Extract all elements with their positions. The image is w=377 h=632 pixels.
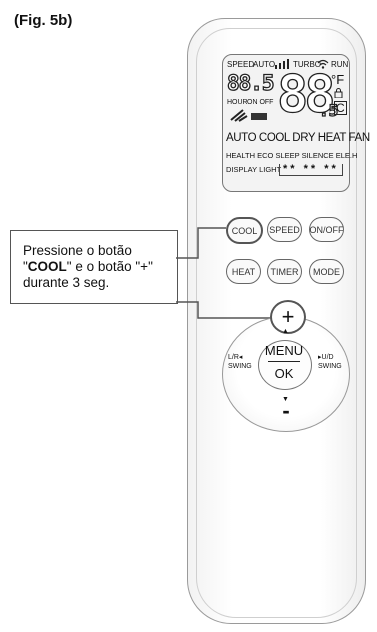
minus-button[interactable]: - [274,398,298,424]
plus-button[interactable]: + [270,300,306,334]
speed-button-label: SPEED [269,224,300,235]
lcd-small-temp: 88.5 [226,70,275,95]
cool-button[interactable]: COOL [226,217,263,244]
lcd-unit-f: °F [331,72,345,87]
lcd-turbo-label: TURBO [293,60,321,69]
menu-label: MENU [264,343,304,358]
plus-button-label: + [281,304,295,329]
lock-icon [334,88,343,98]
instruction-line-2: "COOL" e o botão "+" [23,259,153,274]
instruction-callout [10,230,178,304]
lcd-stars: ** ** ** [279,164,343,176]
instruction-cool-keyword: COOL [27,259,67,274]
remote-inner-rim [196,28,357,618]
lcd-decimal: .5 [318,100,339,120]
ud-label: ▸U/D [318,354,334,361]
heat-button-label: HEAT [231,266,256,277]
lr-swing-button[interactable]: L/R◂ SWING [228,353,252,371]
fan-speed-bars-icon [275,59,289,69]
onoff-button[interactable]: ON/OFF [309,217,344,242]
timer-button-label: TIMER [270,266,299,277]
lcd-onoff-label: ON OFF [247,99,274,106]
instruction-line-1: Pressione o botão [23,243,132,258]
ud-swing-label: SWING [318,363,342,370]
speed-button[interactable]: SPEED [267,217,302,242]
menu-ok-button[interactable] [258,340,312,390]
mode-button[interactable]: MODE [309,259,344,284]
arrow-down-icon: ▼ [282,396,289,403]
timer-button[interactable]: TIMER [267,259,302,284]
arrow-up-icon: ▲ [282,328,289,335]
lr-label: L/R◂ [228,354,243,361]
swing-louver-icon [230,109,267,122]
lcd-display-row: DISPLAY LIGHT [226,165,282,174]
ud-swing-button[interactable]: ▸U/D SWING [318,353,342,371]
mode-button-label: MODE [313,266,340,277]
minus-button-label: - [282,398,290,423]
lcd-auto-label: AUTO [253,60,276,69]
ok-label: OK [274,366,294,381]
lcd-speed-label: SPEED [227,60,255,69]
instruction-line-3: durante 3 seg. [23,275,110,290]
lcd-unit-c: C [334,101,347,115]
lr-swing-label: SWING [228,363,252,370]
figure-label: (Fig. 5b) [14,12,73,29]
onoff-button-label: ON/OFF [309,224,344,235]
cool-button-label: COOL [231,225,258,236]
lcd-display: SPEED AUTO TURBO RUN 88.5 HOUR ON OFF 88… [222,54,370,192]
lcd-big-temp: 88 [276,64,336,125]
heat-button[interactable]: HEAT [226,259,261,284]
menu-ok-divider [268,361,300,362]
lcd-hour-label: HOUR [227,99,248,106]
lcd-health-row: HEALTH ECO SLEEP SILENCE ELE.H [226,151,358,160]
instruction-text: Pressione o botão "COOL" e o botão "+" d… [23,243,183,291]
lcd-run-label: RUN [331,60,349,69]
lcd-modes-row: AUTO COOL DRY HEAT FAN [226,132,370,144]
wifi-icon [317,59,329,69]
